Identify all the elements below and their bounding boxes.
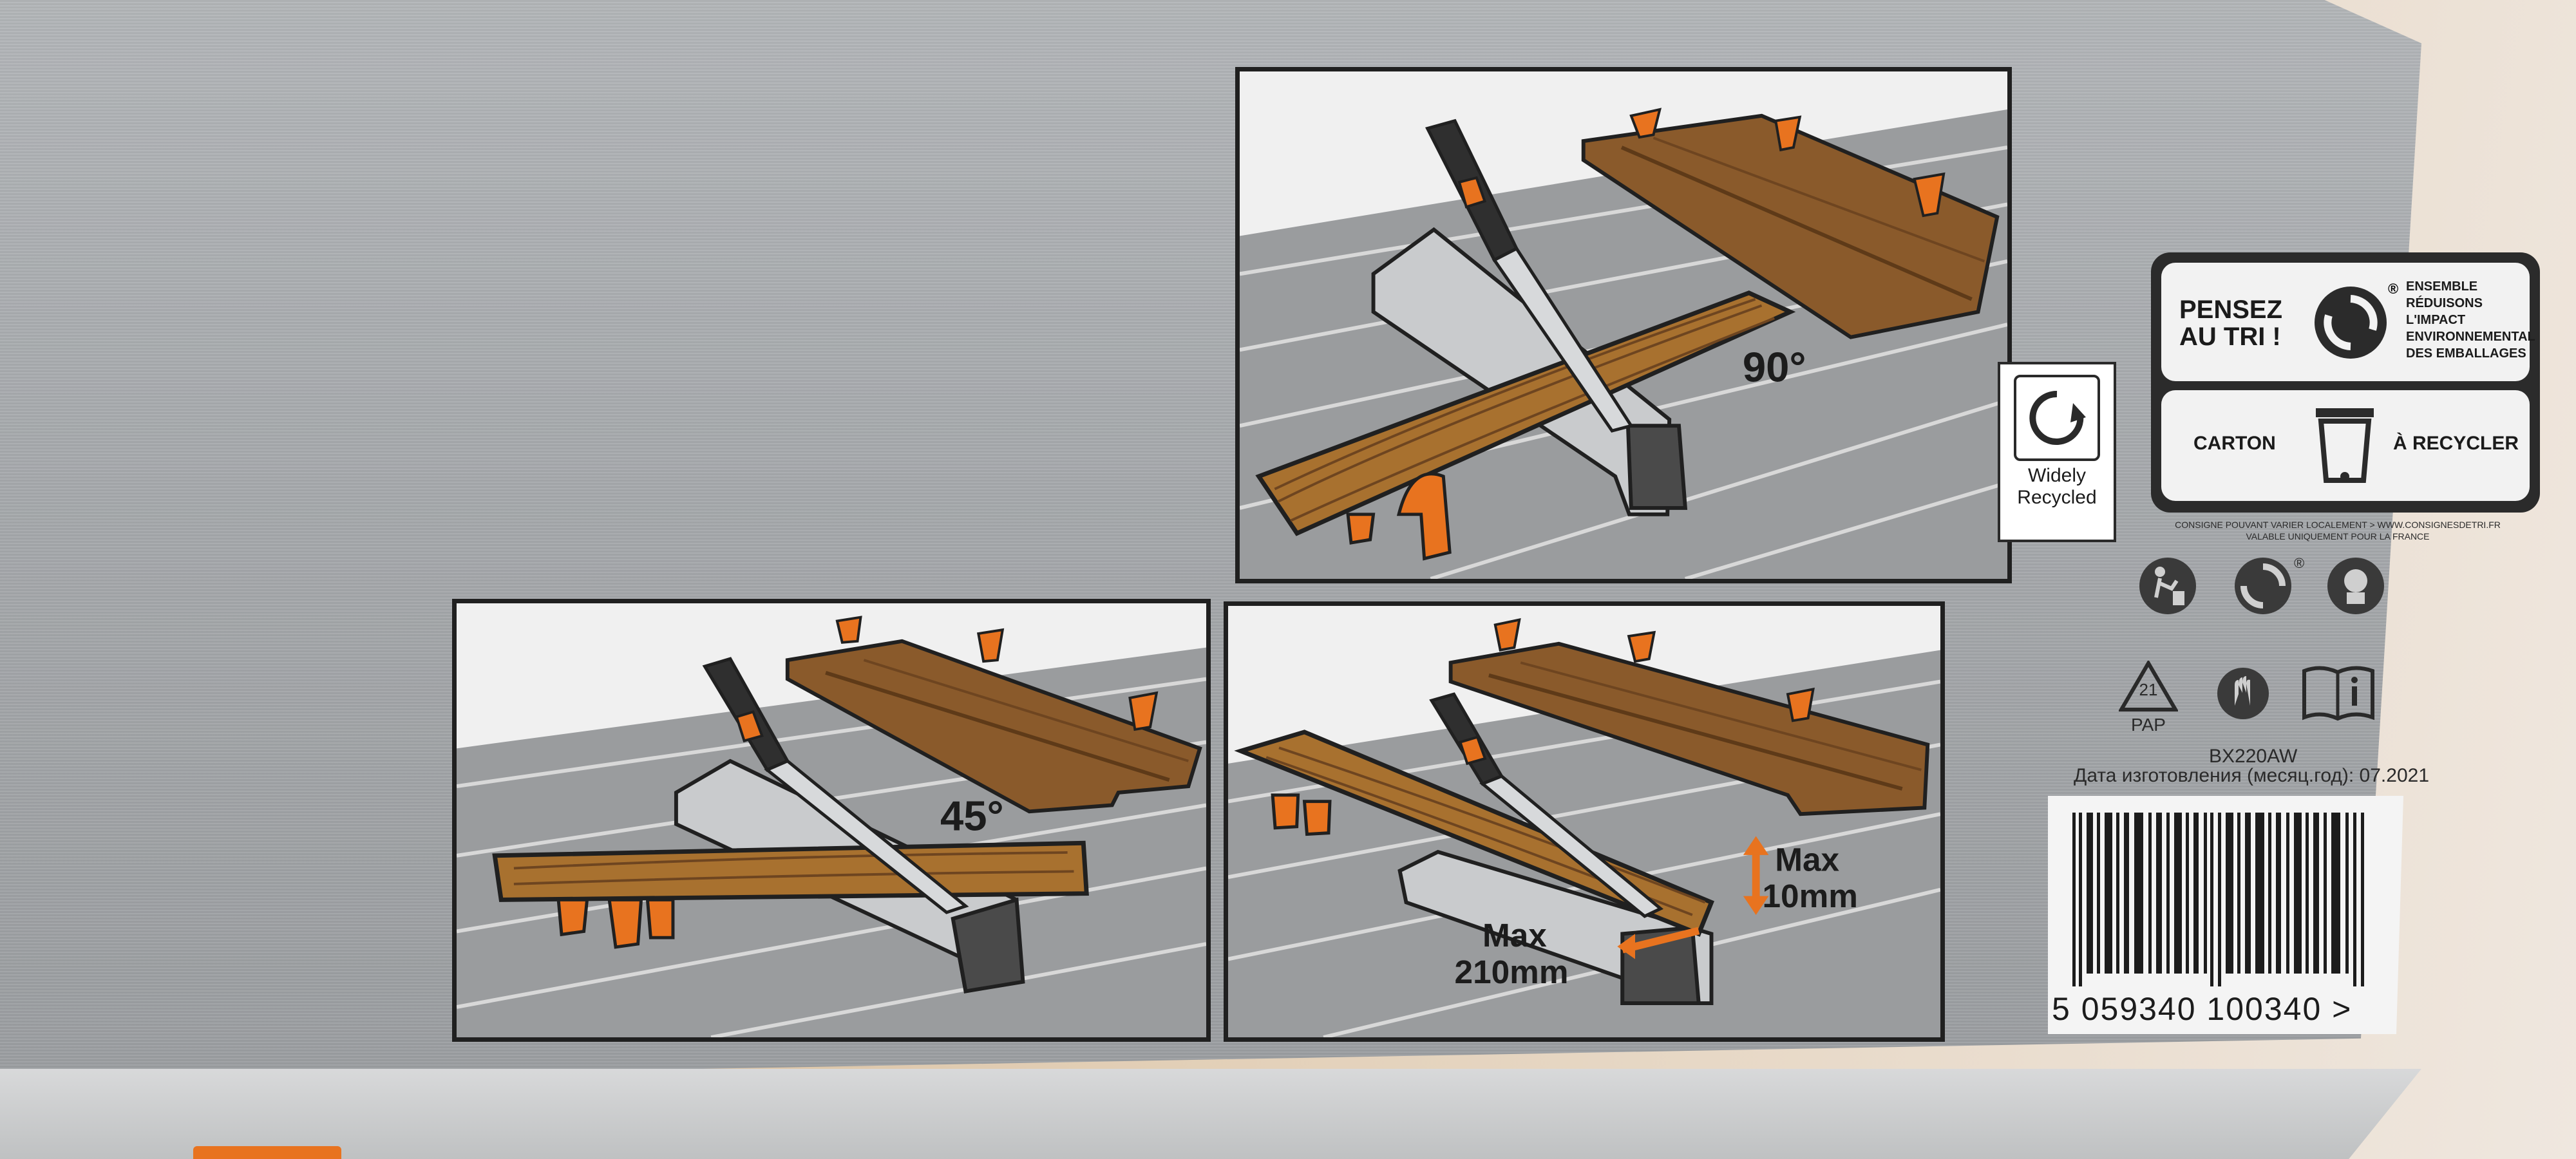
angle-label-90: 90° <box>1743 344 1806 391</box>
illustration-45-degree-cut: 45° <box>452 599 1211 1042</box>
pap-21-recycling-icon: 21 PAP <box>2117 659 2179 738</box>
pensez-au-tri-panel: PENSEZ AU TRI ! ® ENSEMBLE RÉDUISONS L'I… <box>2161 263 2535 381</box>
cutter-45-illustration: 45° <box>457 603 1206 1037</box>
green-dot-registered: ® <box>2294 555 2305 571</box>
triman-icon <box>2327 558 2384 614</box>
carton-label: CARTON <box>2193 433 2276 454</box>
widely-recycled-text-line1: Widely <box>2027 465 2086 486</box>
recycle-bin-icon <box>2316 408 2374 483</box>
widely-recycled-badge: Widely Recycled <box>1998 362 2116 542</box>
max-width-label-line1: Max <box>1482 917 1547 954</box>
read-manual-icon <box>2302 666 2374 721</box>
max-thickness-label-line2: 10mm <box>1763 878 1858 914</box>
triman-info-tri-block: PENSEZ AU TRI ! ® ENSEMBLE RÉDUISONS L'I… <box>2151 252 2540 513</box>
registered-mark: ® <box>2388 281 2399 297</box>
carton-recycle-panel: CARTON À RECYCLER <box>2161 390 2530 501</box>
gloves-icon <box>2217 668 2269 719</box>
triman-arrows-icon <box>2315 287 2387 359</box>
consigne-notice: CONSIGNE POUVANT VARIER LOCALEMENT > WWW… <box>2175 520 2501 542</box>
angle-label-45: 45° <box>940 793 1004 840</box>
max-width-label-line2: 210mm <box>1455 954 1569 990</box>
orange-tab <box>193 1146 341 1159</box>
pensez-au-tri-text: PENSEZ AU TRI ! <box>2179 296 2283 351</box>
green-dot-icon <box>2235 558 2291 614</box>
barcode-bars <box>2072 813 2364 986</box>
tidyman-icon <box>2139 558 2196 614</box>
model-code: BX220AW <box>2209 746 2298 767</box>
max-thickness-label-line1: Max <box>1775 842 1839 878</box>
widely-recycled-icon <box>2014 375 2100 461</box>
ensemble-text: ENSEMBLE RÉDUISONS L'IMPACT ENVIRONNEMEN… <box>2406 279 2535 361</box>
barcode-label: 5 059340 100340 > <box>2048 796 2403 1034</box>
manufacture-date: Дата изготовления (месяц.год): 07.2021 <box>2074 765 2429 786</box>
a-recycler-label: À RECYCLER <box>2393 433 2519 454</box>
cutter-capacity-illustration: Max 10mm Max 210mm <box>1228 606 1940 1037</box>
barcode-digits: 5 059340 100340 > <box>2052 991 2353 1027</box>
illustration-90-degree-cut: 90° <box>1235 67 2012 583</box>
widely-recycled-text-line2: Recycled <box>2017 487 2097 508</box>
box-bottom-edge <box>0 1069 2421 1159</box>
illustration-cutting-capacity: Max 10mm Max 210mm <box>1224 601 1945 1042</box>
cutter-90-illustration: 90° <box>1240 71 2007 579</box>
